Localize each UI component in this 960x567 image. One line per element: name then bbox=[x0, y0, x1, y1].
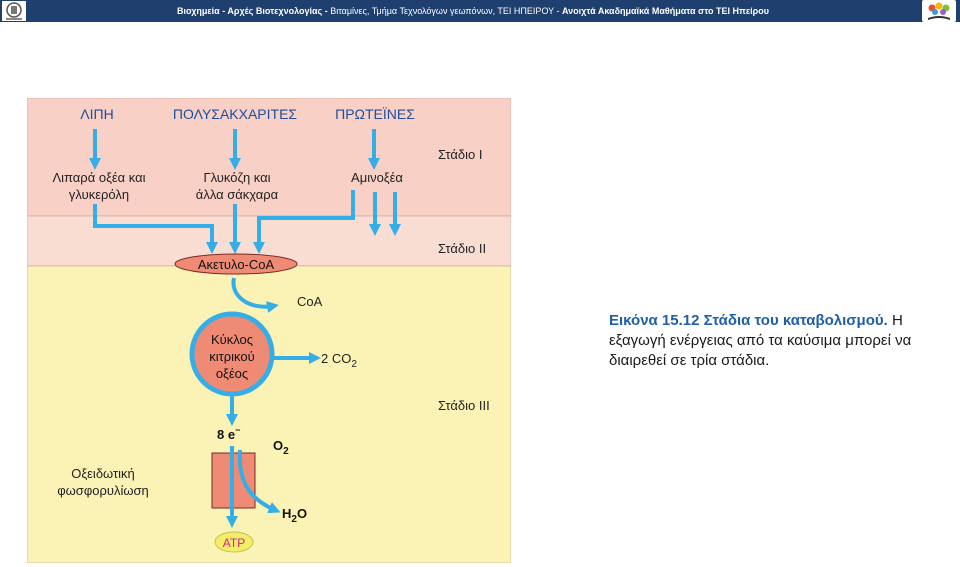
cycle-label-line3: οξέος bbox=[216, 366, 248, 381]
fatty-acids-label-line1: Λιπαρά οξέα και bbox=[52, 170, 145, 185]
stage-2-label: Στάδιο II bbox=[438, 241, 486, 256]
arrow-o2-to-h2o bbox=[237, 449, 281, 514]
fatty-acids-label-line2: γλυκερόλη bbox=[69, 187, 129, 202]
source-polysaccharides: ΠΟΛΥΣΑΚΧΑΡΙΤΕΣ bbox=[173, 106, 298, 122]
header-program: Ανοιχτά Ακαδημαϊκά Μαθήματα στο ΤΕΙ Ηπεί… bbox=[562, 6, 769, 16]
header-course: Βιοχημεία - Αρχές Βιοτεχνολογίας - bbox=[177, 6, 331, 16]
source-proteins: ΠΡΩΤΕΪΝΕΣ bbox=[335, 106, 415, 122]
open-courses-logo-icon bbox=[922, 0, 956, 22]
atp-label: ATP bbox=[223, 536, 245, 550]
arrow-lipids-to-acetylcoa bbox=[93, 204, 218, 254]
coa-label: CoA bbox=[297, 294, 323, 309]
stage-1-label: Στάδιο I bbox=[438, 147, 482, 162]
glucose-label-line2: άλλα σάκχαρα bbox=[196, 187, 279, 202]
caption-text: Η εξαγωγή ενέργειας από τα καύσιμα μπορε… bbox=[609, 312, 912, 369]
o2-label: O2 bbox=[273, 438, 289, 457]
acetyl-coa-label: Ακετυλο-CoA bbox=[198, 257, 275, 272]
caption-title: Εικόνα 15.12 Στάδια του καταβολισμού. bbox=[609, 312, 888, 329]
oxphos-label-line2: φωσφορυλίωση bbox=[57, 483, 149, 498]
atp-node bbox=[214, 531, 254, 553]
figure-caption: Εικόνα 15.12 Στάδια του καταβολισμού. Η … bbox=[609, 311, 954, 371]
header-title: Βιοχημεία - Αρχές Βιοτεχνολογίας - Βιταμ… bbox=[28, 0, 918, 22]
cycle-label-line1: Κύκλος bbox=[211, 332, 253, 347]
source-lipids: ΛΙΠΗ bbox=[80, 106, 113, 122]
citric-acid-cycle-node bbox=[189, 311, 275, 397]
catabolism-stages-diagram: ΛΙΠΗ ΠΟΛΥΣΑΚΧΑΡΙΤΕΣ ΠΡΩΤΕΪΝΕΣ Στάδιο I Σ… bbox=[26, 97, 512, 564]
header-topic: Βιταμίνες, Τμήμα Τεχνολόγων γεωπόνων, ΤΕ… bbox=[330, 6, 562, 16]
arrow-amino-to-acetylcoa bbox=[253, 190, 355, 254]
university-seal-icon bbox=[2, 1, 26, 21]
h2o-label: H2O bbox=[282, 506, 307, 525]
oxphos-label-line1: Οξειδωτική bbox=[71, 466, 135, 481]
amino-acids-label: Αμινοξέα bbox=[351, 170, 403, 185]
electrons-label: 8 e− bbox=[217, 425, 240, 442]
co2-label: 2 CO2 bbox=[321, 351, 357, 370]
glucose-label-line1: Γλυκόζη και bbox=[203, 170, 270, 185]
stage-3-label: Στάδιο III bbox=[438, 398, 490, 413]
stage-1-band bbox=[26, 97, 512, 217]
acetyl-coa-node bbox=[174, 253, 298, 275]
stage-3-band bbox=[26, 265, 512, 564]
arrow-acetylcoa-to-cycle bbox=[231, 277, 279, 313]
cycle-label-line2: κιτρικού bbox=[209, 349, 255, 364]
header-bar: Βιοχημεία - Αρχές Βιοτεχνολογίας - Βιταμ… bbox=[0, 0, 960, 22]
